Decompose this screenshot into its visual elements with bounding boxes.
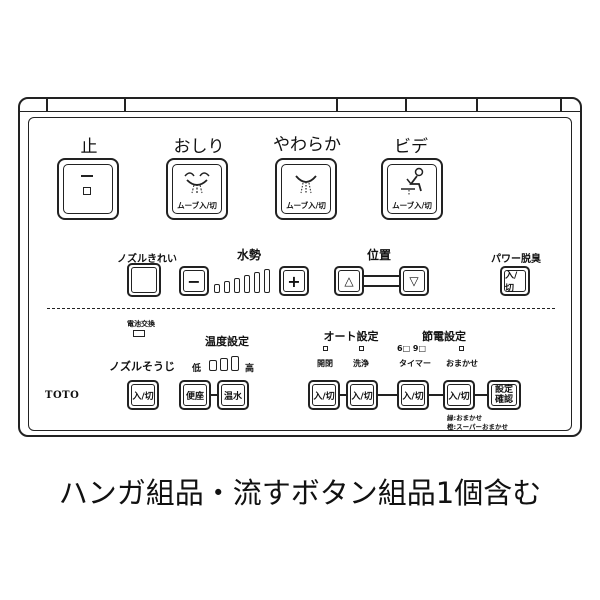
bidet-button[interactable]: ムーブ入/切 bbox=[381, 158, 443, 220]
rear-wash-move-label: ムーブ入/切 bbox=[177, 201, 217, 210]
brand-logo: TOTO bbox=[45, 390, 80, 401]
strip-divider bbox=[405, 99, 407, 111]
strip-divider bbox=[124, 99, 126, 111]
triangle-up-icon: △ bbox=[338, 270, 360, 292]
stop-icon bbox=[81, 175, 93, 177]
bidet-move-label: ムーブ入/切 bbox=[392, 201, 432, 210]
nozzle-clean-auto-on-off: 入/切 bbox=[131, 384, 155, 406]
flush-indicator bbox=[359, 346, 364, 351]
temp-low-label: 低 bbox=[192, 364, 202, 374]
position-connector bbox=[364, 275, 399, 277]
nozzle-clean-auto-label: ノズルそうじ bbox=[109, 360, 175, 373]
omakase-label: おまかせ bbox=[446, 359, 478, 368]
note-orange: 橙:スーパーおまかせ bbox=[447, 423, 509, 431]
position-back-button[interactable]: ▽ bbox=[399, 266, 429, 296]
open-close-indicator bbox=[323, 346, 328, 351]
water-temp-button[interactable]: 温水 bbox=[217, 380, 249, 410]
stop-button[interactable] bbox=[57, 158, 119, 220]
soft-wash-button[interactable]: ムーブ入/切 bbox=[275, 158, 337, 220]
soft-wash-move-label: ムーブ入/切 bbox=[286, 201, 326, 210]
soft-wash-icon bbox=[295, 175, 317, 194]
eco-setting-label: 節電設定 bbox=[422, 330, 466, 343]
product-caption: ハンガ組品・流すボタン組品1個含む bbox=[58, 476, 542, 510]
pressure-bar bbox=[244, 275, 250, 293]
power-deodorize-button[interactable]: 入/切 bbox=[500, 266, 530, 296]
pressure-plus-button[interactable]: + bbox=[279, 266, 309, 296]
stop-indicator bbox=[83, 187, 91, 195]
power-deodorize-on-off: 入/切 bbox=[504, 270, 526, 294]
strip-divider bbox=[46, 99, 48, 111]
eco-timer-on-off: 入/切 bbox=[401, 384, 425, 406]
eco-omakase-on-off: 入/切 bbox=[447, 384, 471, 406]
position-forward-button[interactable]: △ bbox=[334, 266, 364, 296]
strip-divider bbox=[336, 99, 338, 111]
timer-label: タイマー bbox=[399, 359, 431, 368]
rear-wash-button[interactable]: ムーブ入/切 bbox=[166, 158, 228, 220]
plus-icon: + bbox=[283, 270, 305, 292]
temp-setting-label: 温度設定 bbox=[205, 335, 249, 348]
battery-label: 電池交換 bbox=[127, 320, 155, 328]
eco-connector bbox=[429, 394, 443, 396]
temp-connector bbox=[211, 394, 217, 396]
omakase-indicator bbox=[459, 346, 464, 351]
timer-options: 6□ 9□ bbox=[397, 344, 427, 353]
note-green: 緑:おまかせ bbox=[447, 414, 483, 422]
temp-bar bbox=[231, 356, 239, 371]
confirm-line1: 設定 bbox=[494, 385, 513, 395]
pressure-bar bbox=[214, 284, 220, 293]
open-close-label: 開閉 bbox=[317, 359, 333, 368]
panel-divider bbox=[47, 308, 555, 309]
temp-bar bbox=[209, 360, 217, 371]
auto-setting-label: オート設定 bbox=[323, 330, 379, 343]
auto-open-close-button[interactable]: 入/切 bbox=[308, 380, 340, 410]
panel-top-strip bbox=[20, 99, 580, 112]
panel-face: 止 おしり やわらか ビデ ムーブ入/切 bbox=[28, 117, 572, 431]
auto-flush-on-off: 入/切 bbox=[350, 384, 374, 406]
eco-omakase-button[interactable]: 入/切 bbox=[443, 380, 475, 410]
settings-confirm-button[interactable]: 設定 確認 bbox=[487, 380, 521, 410]
bidet-label: ビデ bbox=[394, 137, 428, 157]
strip-divider bbox=[476, 99, 478, 111]
pressure-bar bbox=[234, 278, 240, 293]
pressure-minus-button[interactable]: − bbox=[179, 266, 209, 296]
nozzle-clean-button[interactable] bbox=[127, 263, 161, 297]
bidet-icon bbox=[401, 167, 424, 196]
eco-timer-button[interactable]: 入/切 bbox=[397, 380, 429, 410]
water-pressure-label: 水勢 bbox=[236, 248, 261, 262]
temp-bar bbox=[220, 358, 228, 371]
soft-wash-label: やわらか bbox=[273, 135, 341, 155]
strip-divider bbox=[560, 99, 562, 111]
rear-wash-icon bbox=[184, 172, 210, 194]
flush-label: 洗浄 bbox=[353, 359, 369, 368]
pressure-bar bbox=[264, 269, 270, 293]
auto-flush-button[interactable]: 入/切 bbox=[346, 380, 378, 410]
triangle-down-icon: ▽ bbox=[403, 270, 425, 292]
water-temp-text: 温水 bbox=[221, 384, 245, 406]
minus-icon: − bbox=[183, 270, 205, 292]
seat-temp-text: 便座 bbox=[183, 384, 207, 406]
stop-label: 止 bbox=[80, 137, 98, 157]
seat-temp-button[interactable]: 便座 bbox=[179, 380, 211, 410]
power-deodorize-label: パワー脱臭 bbox=[491, 254, 541, 265]
position-label: 位置 bbox=[366, 248, 391, 262]
battery-icon bbox=[133, 330, 145, 337]
position-connector bbox=[364, 285, 399, 287]
rear-wash-label: おしり bbox=[173, 137, 225, 157]
group-connector bbox=[378, 394, 397, 396]
auto-open-close-on-off: 入/切 bbox=[312, 384, 336, 406]
confirm-line2: 確認 bbox=[494, 395, 513, 405]
pressure-bar bbox=[224, 281, 230, 293]
nozzle-clean-auto-button[interactable]: 入/切 bbox=[127, 380, 159, 410]
nozzle-clean-label: ノズルきれい bbox=[117, 254, 177, 265]
confirm-connector bbox=[475, 394, 487, 396]
auto-connector bbox=[340, 394, 346, 396]
pressure-bar bbox=[254, 272, 260, 293]
remote-panel: 止 おしり やわらか ビデ ムーブ入/切 bbox=[18, 97, 582, 437]
temp-high-label: 高 bbox=[245, 364, 255, 374]
